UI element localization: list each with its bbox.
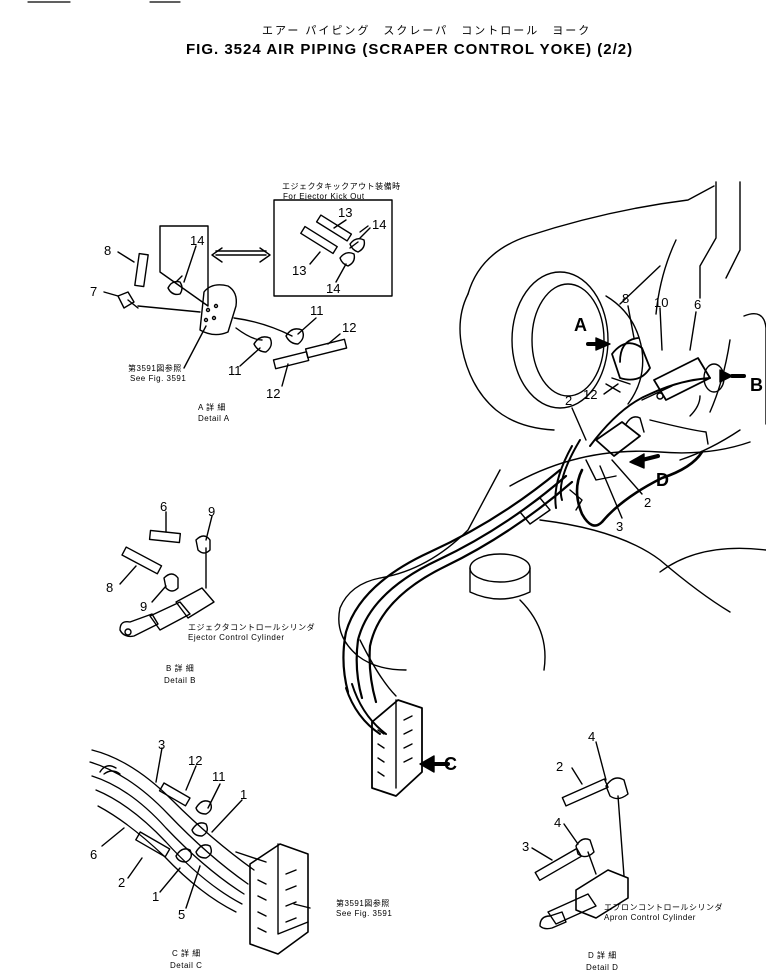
callout: 8	[622, 291, 630, 306]
detail-d-drawing	[531, 741, 629, 930]
detail-d-cyl-en: Apron Control Cylinder	[604, 913, 696, 922]
callout: 4	[554, 815, 562, 830]
callout: 6	[160, 499, 168, 514]
callout: 2	[118, 875, 126, 890]
detail-b-caption-jp: B 詳 細	[166, 664, 195, 673]
detail-b-cyl-en: Ejector Control Cylinder	[188, 633, 285, 642]
arrow-label: A	[574, 315, 587, 335]
detail-b-drawing	[119, 511, 215, 638]
detail-a-ref-en: See Fig. 3591	[130, 374, 187, 383]
callout: 7	[90, 284, 98, 299]
title-japanese: エアー パイピング スクレーパ コントロール ヨーク	[262, 25, 592, 37]
callout: 10	[654, 295, 669, 310]
arrow-label: C	[444, 754, 457, 774]
callout: 6	[694, 297, 702, 312]
callout: 14	[326, 281, 341, 296]
detail-a-caption-en: Detail A	[198, 414, 230, 423]
callout: 12	[583, 387, 598, 402]
detail-a-drawing	[103, 225, 348, 387]
callout: 11	[212, 769, 226, 784]
callout: 13	[292, 263, 307, 278]
callout: 3	[158, 737, 166, 752]
arrow-label: B	[750, 375, 763, 395]
callout: 13	[338, 205, 353, 220]
figure-title: FIG. 3524 AIR PIPING (SCRAPER CONTROL YO…	[186, 41, 634, 58]
callout: 12	[266, 386, 281, 401]
main-assembly-drawing	[338, 181, 766, 797]
callout: 14	[190, 233, 205, 248]
detail-d-cyl-jp: エプロンコントロールシリンダ	[604, 903, 723, 912]
detail-c-caption-jp: C 詳 細	[172, 949, 201, 958]
detail-b-caption-en: Detail B	[164, 676, 197, 685]
detail-c-ref-jp: 第3591図参照	[336, 899, 390, 908]
callout: 8	[104, 243, 112, 258]
detail-d-caption-jp: D 詳 細	[588, 951, 617, 960]
inset-label-en: For Ejector Kick Out	[283, 192, 365, 201]
detail-c-ref-en: See Fig. 3591	[336, 909, 393, 918]
inset-ejector-kickout	[273, 199, 393, 297]
inset-label-jp: エジェクタキックアウト装備時	[282, 182, 401, 191]
detail-a-ref-jp: 第3591図参照	[128, 364, 182, 373]
callout: 9	[140, 599, 148, 614]
arrow-label: D	[656, 470, 669, 490]
callout: 1	[152, 889, 160, 904]
callout: 9	[208, 504, 216, 519]
callout: 4	[588, 729, 596, 744]
detail-a-caption-jp: A 詳 細	[198, 403, 226, 412]
callout: 2	[565, 393, 573, 408]
callout: 2	[556, 759, 564, 774]
callout: 11	[310, 303, 324, 318]
callout: 2	[644, 495, 652, 510]
detail-b-cyl-jp: エジェクタコントロールシリンダ	[188, 623, 316, 632]
arrow-b	[719, 369, 733, 383]
callout: 11	[228, 363, 242, 378]
callout: 14	[372, 217, 387, 232]
detail-c-caption-en: Detail C	[170, 961, 203, 970]
callout: 8	[106, 580, 114, 595]
callout: 6	[90, 847, 98, 862]
callout: 5	[178, 907, 186, 922]
callout: 3	[616, 519, 624, 534]
callout: 1	[240, 787, 248, 802]
callout: 12	[188, 753, 203, 768]
callout: 3	[522, 839, 530, 854]
detail-d-caption-en: Detail D	[586, 963, 619, 972]
detail-c-drawing	[89, 747, 311, 955]
callout: 12	[342, 320, 357, 335]
